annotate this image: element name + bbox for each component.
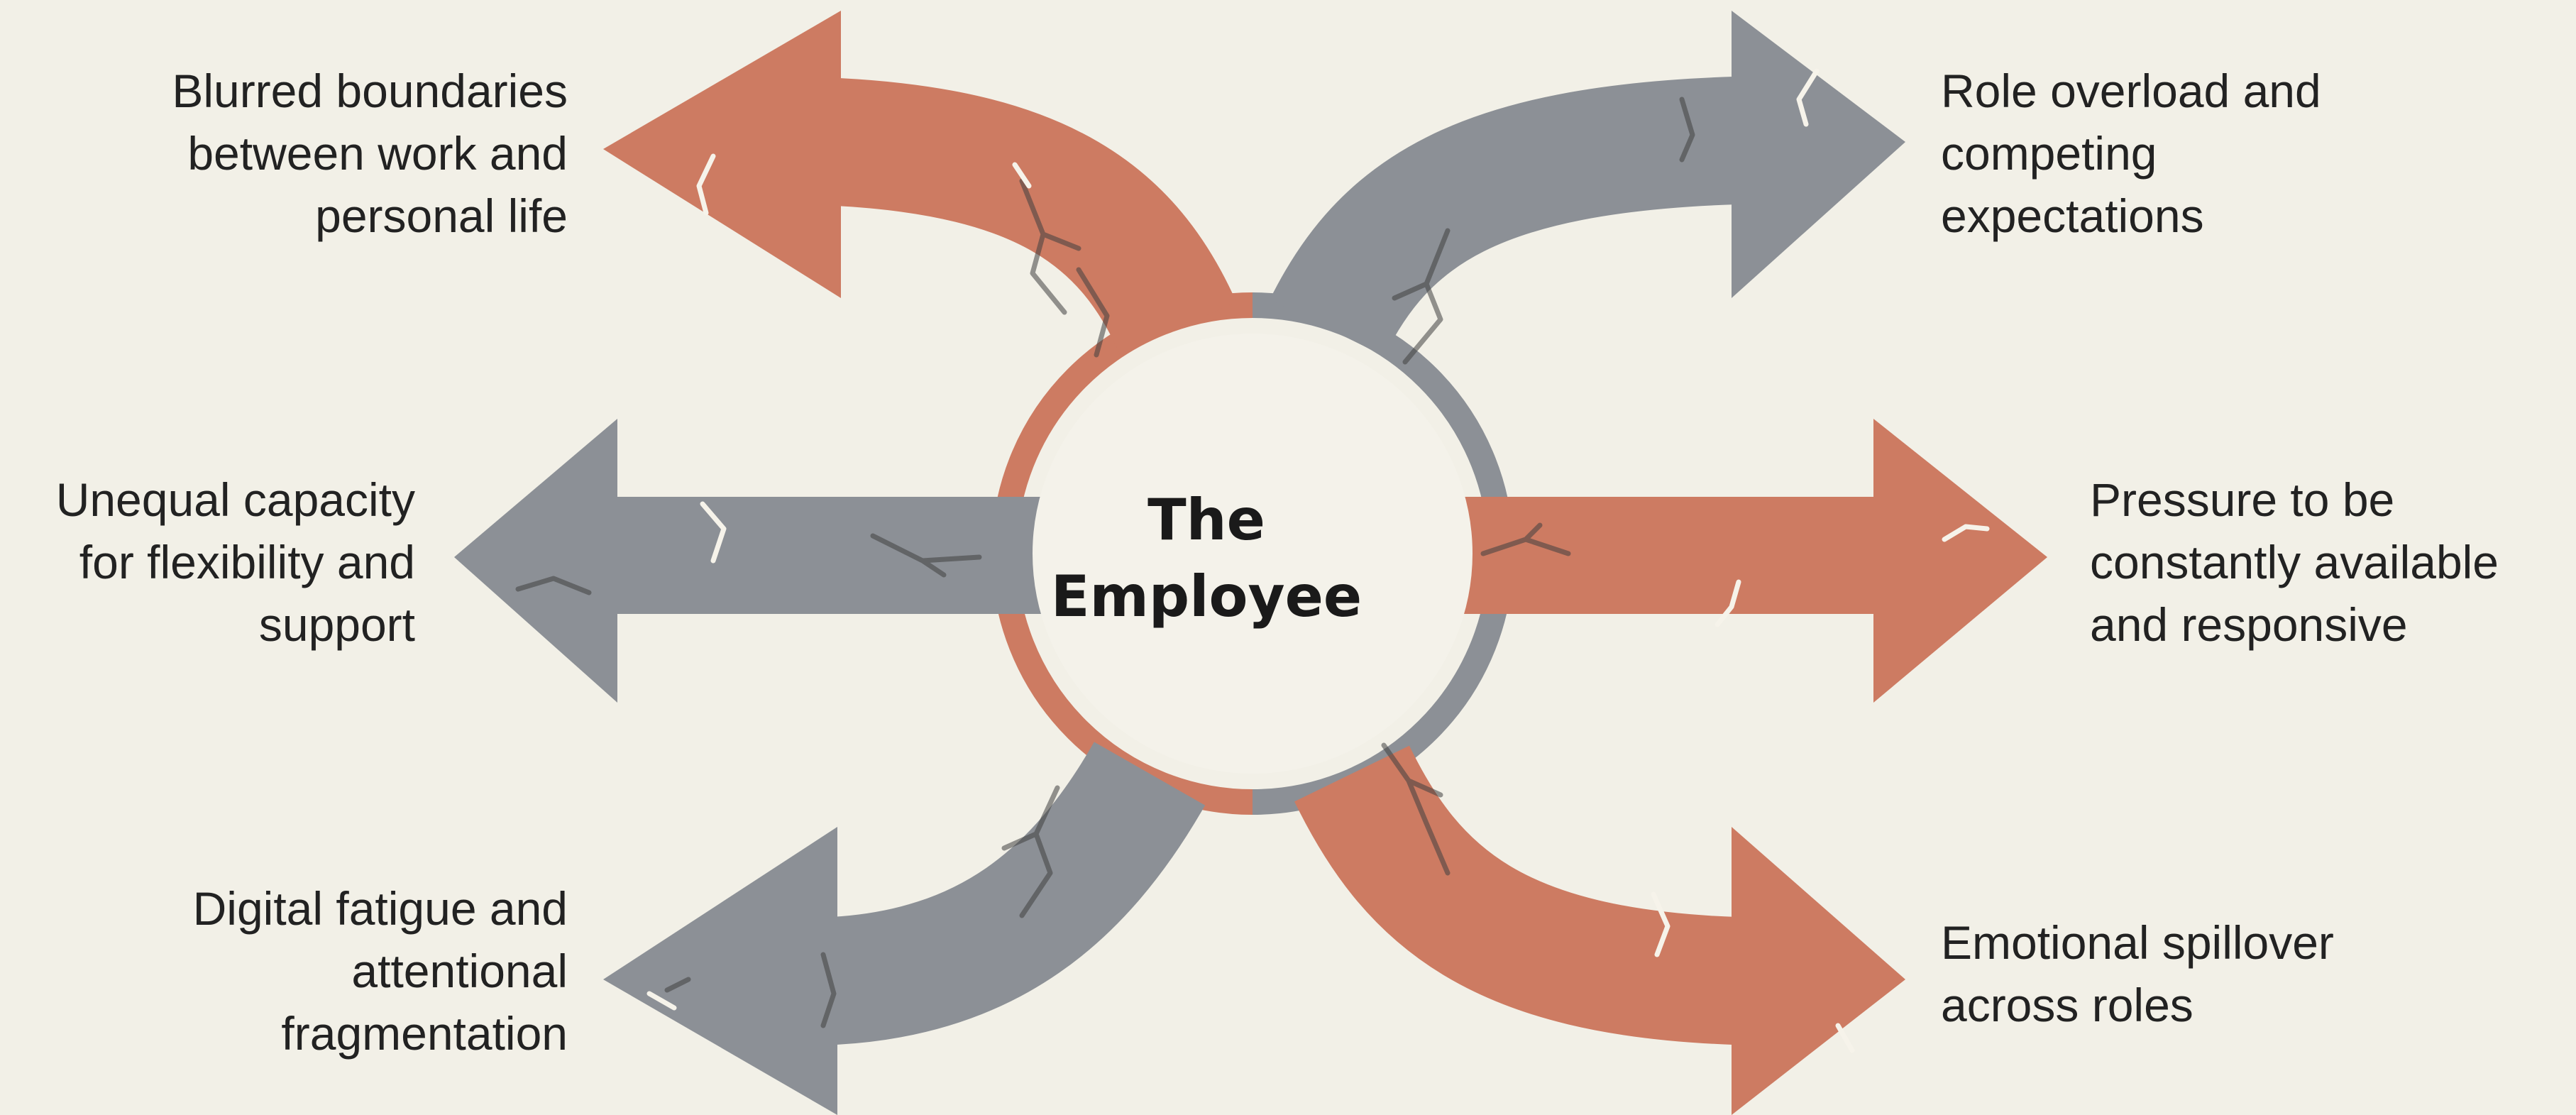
label-emotional-spillover: Emotional spillover across roles bbox=[1941, 916, 2334, 1031]
arrow-top-right bbox=[1270, 11, 1905, 365]
label-role-overload: Role overload and competing expectations bbox=[1941, 65, 2321, 242]
label-blurred-boundaries: Blurred boundaries between work and pers… bbox=[172, 65, 568, 242]
arrow-top-left bbox=[603, 11, 1237, 358]
arrow-bottom-left bbox=[603, 741, 1206, 1115]
label-pressure-availability: Pressure to be constantly available and … bbox=[2090, 473, 2499, 651]
arrow-bottom-right bbox=[1294, 742, 1905, 1115]
center-title-line2: Employee bbox=[1051, 564, 1362, 630]
arrow-middle-right bbox=[1433, 419, 2047, 703]
label-unequal-capacity: Unequal capacity for flexibility and sup… bbox=[55, 473, 415, 651]
center-title-line1: The bbox=[1147, 487, 1265, 553]
center-circle bbox=[1033, 334, 1473, 774]
label-digital-fatigue: Digital fatigue and attentional fragment… bbox=[192, 882, 568, 1060]
arrow-middle-left bbox=[454, 419, 1072, 703]
